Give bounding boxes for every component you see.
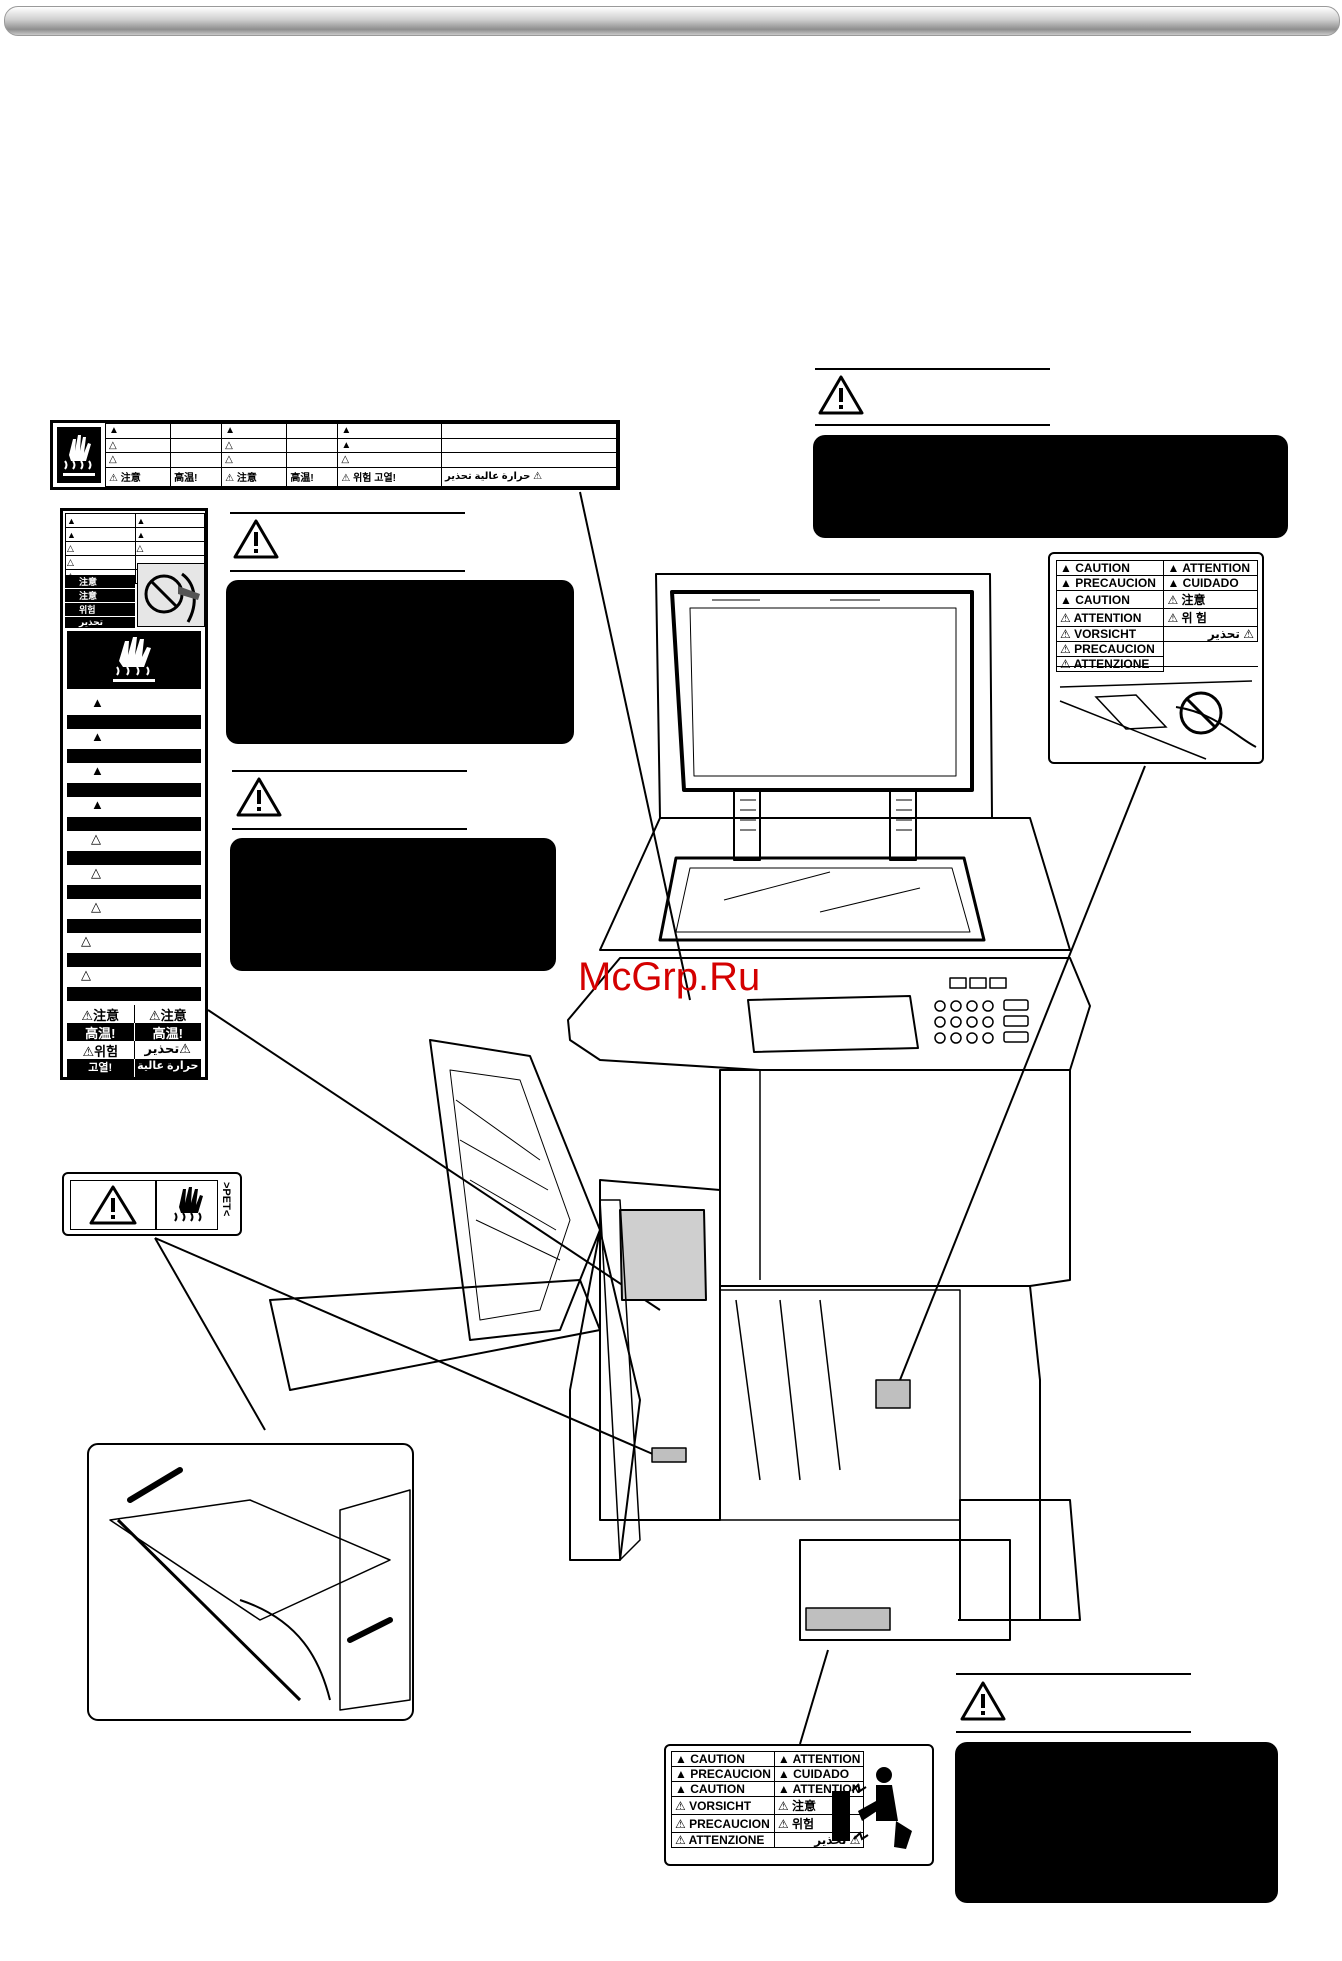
- label-text: VORSICHT: [689, 1798, 752, 1813]
- label-text: CUIDADO: [1182, 576, 1239, 590]
- hot-surface-icon: [156, 1180, 218, 1230]
- warning-triangle-icon: [236, 776, 282, 823]
- warning-text-block: [230, 838, 556, 971]
- warning-text-block: [813, 435, 1288, 538]
- label-text: CAUTION: [690, 1752, 745, 1766]
- caution-label-corner: ▲ CAUTION▲ ATTENTION ▲ PRECAUCION▲ CUIDA…: [1048, 552, 1264, 764]
- label-text: CAUTION: [1075, 592, 1130, 607]
- label-text: CAUTION: [690, 1782, 745, 1796]
- label-text: ATTENTION: [1182, 561, 1250, 575]
- label-text: 高温!: [133, 1023, 202, 1041]
- label-text: ATTENTION: [1073, 610, 1142, 625]
- warning-rule: [230, 570, 465, 572]
- label-text: 注意: [160, 1008, 187, 1023]
- warning-rule: [815, 424, 1050, 426]
- label-text: VORSICHT: [1074, 627, 1137, 641]
- warning-rule: [232, 828, 467, 830]
- hot-surface-icon: [67, 631, 201, 689]
- hot-label-text: تحذير: [445, 471, 472, 483]
- label-text: CAUTION: [1075, 561, 1130, 575]
- pet-marking: >PET<: [220, 1182, 232, 1217]
- pinch-hazard-icon: [826, 1751, 930, 1861]
- hot-label-text: 高温!: [174, 473, 198, 485]
- warning-text-block: [955, 1742, 1278, 1903]
- warning-text-block: [226, 580, 574, 744]
- label-text: PRECAUCION: [1075, 576, 1156, 590]
- warning-triangle-icon: [233, 518, 279, 565]
- label-text: ATTENTION: [792, 1752, 861, 1766]
- warning-rule: [815, 368, 1050, 370]
- warning-rule: [956, 1731, 1191, 1733]
- label-text: 위 험: [1181, 611, 1207, 625]
- mini-label-text: 注意: [65, 589, 135, 603]
- label-text: PRECAUCION: [690, 1767, 771, 1781]
- label-text: تحذير: [1207, 627, 1240, 641]
- hot-surface-label-tall: ▲▲ ▲▲ △△ △ △ 注意 注意 위험 تحذير: [60, 508, 208, 1080]
- hot-surface-icon: [57, 427, 101, 483]
- label-text: 注意: [791, 1799, 816, 1813]
- caution-label-bottom: ▲ CAUTION▲ ATTENTION ▲ PRECAUCION▲ CUIDA…: [664, 1744, 934, 1866]
- warning-triangle-icon: [960, 1680, 1006, 1727]
- hot-label-text: 高温!: [290, 473, 314, 485]
- pinch-hazard-icon: [1056, 666, 1258, 761]
- pet-label: >PET<: [62, 1172, 242, 1236]
- hot-label-text: 注意: [120, 473, 141, 485]
- label-text: 注意: [93, 1008, 120, 1023]
- warning-rule: [230, 512, 465, 514]
- label-text: تحذير: [144, 1041, 180, 1056]
- mini-label-text: 注意: [65, 575, 135, 589]
- label-text: 高温!: [85, 1026, 116, 1041]
- label-text: 위험: [791, 1817, 815, 1831]
- label-text: 고열!: [88, 1062, 113, 1074]
- warning-rule: [232, 770, 467, 772]
- warning-triangle-icon: [89, 1185, 137, 1225]
- watermark-text: McGrp.Ru: [578, 955, 761, 999]
- hot-label-text: 고열!: [374, 473, 397, 485]
- mini-label-text: 위험: [65, 603, 135, 617]
- hot-surface-label-top: ▲▲▲ △△▲ △△△ ⚠ 注意 高温! ⚠ 注意 高温! ⚠ 위험 고열! ح…: [50, 420, 620, 490]
- label-text: ATTENZIONE: [688, 1833, 765, 1847]
- label-text: PRECAUCION: [689, 1816, 770, 1831]
- label-text: حرارة عالية: [133, 1059, 202, 1077]
- hot-label-text: 위험: [353, 473, 372, 485]
- mini-label-text: تحذير: [79, 617, 104, 627]
- hot-label-text: حرارة عالية: [474, 471, 531, 483]
- label-text: ATTENZIONE: [1073, 657, 1150, 671]
- warning-triangle-icon: [818, 374, 864, 421]
- label-text: CUIDADO: [793, 1767, 850, 1781]
- no-touch-pictogram: [137, 563, 205, 627]
- warning-rule: [956, 1673, 1191, 1675]
- label-text: 위험: [94, 1044, 119, 1059]
- label-text: PRECAUCION: [1074, 642, 1155, 656]
- hot-label-text: 注意: [236, 473, 257, 485]
- page-header-bar: [4, 6, 1340, 36]
- label-text: 注意: [1181, 593, 1206, 607]
